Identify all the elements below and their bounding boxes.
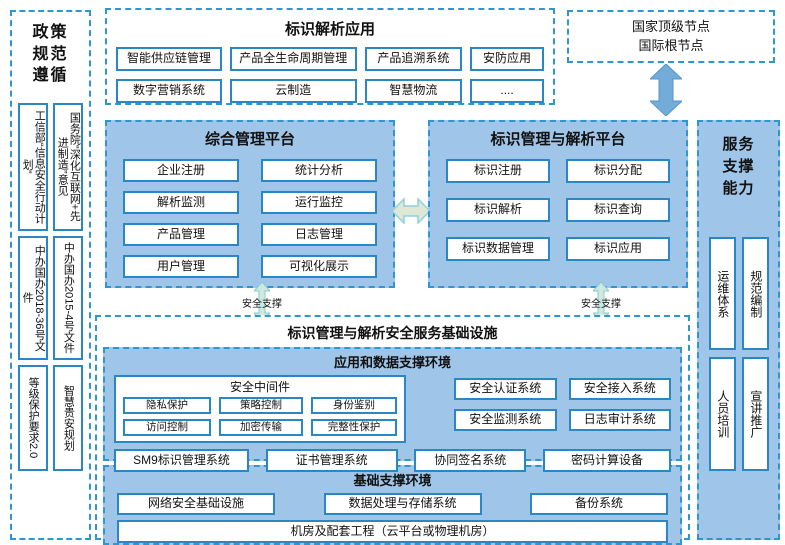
- service-support-panel: 服务支撑能力 运维体系 规范编制 人员培训 宣讲推广: [697, 120, 780, 540]
- platform-item: 解析监测: [123, 191, 239, 214]
- service-panel-title: 服务支撑能力: [722, 136, 755, 197]
- security-support-label: 安全支撑: [581, 299, 621, 310]
- national-node-line2: 国际根节点: [638, 37, 704, 53]
- security-infrastructure-box: 标识管理与解析安全服务基础设施 应用和数据支撑环境 安全中间件 隐私保护 策略控…: [95, 315, 690, 545]
- security-middleware-group: 安全中间件 隐私保护 策略控制 身份鉴别 访问控制 加密传输 完整性保护: [114, 375, 406, 443]
- platform-item: 用户管理: [123, 255, 239, 278]
- base-environment: 基础支撑环境 网络安全基础设施 数据处理与存储系统 备份系统 机房及配套工程（云…: [103, 465, 682, 545]
- app-data-environment-title: 应用和数据支撑环境: [333, 355, 451, 370]
- base-environment-row: 网络安全基础设施 数据处理与存储系统 备份系统: [117, 493, 668, 515]
- service-item: 运维体系: [708, 237, 736, 351]
- applications-row-1: 智能供应链管理 产品全生命周期管理 产品追溯系统 安防应用: [116, 47, 544, 71]
- app-data-environment-content: 安全中间件 隐私保护 策略控制 身份鉴别 访问控制 加密传输 完整性保护 安全认…: [114, 375, 671, 443]
- security-support-label: 安全支撑: [242, 299, 282, 310]
- policy-items: 工信部“信息安全行动计划” 国务院“深化互联网+先进制造”意见 中办国办2018…: [12, 87, 89, 471]
- application-item: 智能供应链管理: [116, 47, 222, 71]
- security-systems-grid: 安全认证系统 安全接入系统 安全监测系统 日志审计系统: [454, 378, 671, 431]
- security-system-item: 安全认证系统: [454, 378, 557, 400]
- management-platform: 综合管理平台 企业注册 统计分析 解析监测 运行监控 产品管理 日志管理 用户管…: [105, 120, 395, 288]
- platform-item: 标识解析: [446, 198, 550, 222]
- application-item: 智慧物流: [364, 79, 463, 103]
- small-vertical-double-arrow-icon: [254, 282, 270, 322]
- security-support-connector-right: 安全支撑: [573, 282, 629, 322]
- application-item: ....: [470, 79, 544, 103]
- middleware-items: 隐私保护 策略控制 身份鉴别 访问控制 加密传输 完整性保护: [123, 397, 397, 436]
- platform-item: 标识分配: [566, 159, 670, 183]
- application-item: 数字营销系统: [116, 79, 222, 103]
- policy-item: 国务院“深化互联网+先进制造”意见: [53, 102, 84, 231]
- security-system-item: 日志审计系统: [568, 409, 671, 431]
- policy-item: 中办国办2015-4号文件: [53, 235, 84, 360]
- policy-panel-title: 政策规范遵循: [32, 24, 69, 85]
- identifier-platform-items: 标识注册 标识分配 标识解析 标识查询 标识数据管理 标识应用: [446, 159, 670, 261]
- middleware-item: 策略控制: [219, 397, 303, 414]
- crypto-system-item: 密码计算设备: [542, 449, 671, 472]
- platform-item: 标识注册: [446, 159, 550, 183]
- small-vertical-double-arrow-icon: [593, 282, 609, 322]
- application-item: 云制造: [229, 79, 357, 103]
- machine-room-item: 机房及配套工程（云平台或物理机房）: [117, 520, 668, 543]
- middleware-item: 访问控制: [123, 419, 211, 436]
- middleware-item: 加密传输: [219, 419, 303, 436]
- identifier-applications-box: 标识解析应用 智能供应链管理 产品全生命周期管理 产品追溯系统 安防应用 数字营…: [105, 8, 555, 105]
- service-item: 人员培训: [708, 357, 736, 472]
- service-items: 运维体系 规范编制 人员培训 宣讲推广: [699, 199, 778, 472]
- policy-item: 等级保护要求2.0: [18, 364, 49, 471]
- base-env-item: 数据处理与存储系统: [323, 493, 482, 515]
- application-item: 安防应用: [470, 47, 544, 71]
- vertical-double-arrow-icon: [650, 64, 682, 116]
- crypto-systems-row: SM9标识管理系统 证书管理系统 协同签名系统 密码计算设备: [114, 449, 671, 472]
- crypto-system-item: 证书管理系统: [265, 449, 398, 472]
- national-node-line1: 国家顶级节点: [631, 18, 710, 34]
- platform-item: 标识数据管理: [446, 237, 550, 261]
- horizontal-double-arrow-icon: [392, 198, 430, 224]
- security-support-connector-left: 安全支撑: [234, 282, 290, 322]
- crypto-system-item: 协同签名系统: [414, 449, 527, 472]
- middleware-item: 隐私保护: [123, 397, 211, 414]
- base-environment-title: 基础支撑环境: [353, 473, 432, 488]
- policy-compliance-panel: 政策规范遵循 工信部“信息安全行动计划” 国务院“深化互联网+先进制造”意见 中…: [10, 10, 91, 540]
- security-system-item: 安全监测系统: [454, 409, 557, 431]
- application-item: 产品全生命周期管理: [229, 47, 357, 71]
- middleware-title: 安全中间件: [229, 380, 290, 394]
- identifier-platform-title: 标识管理与解析平台: [490, 131, 626, 148]
- platform-item: 日志管理: [261, 223, 377, 246]
- platform-item: 标识应用: [566, 237, 670, 261]
- platform-item: 产品管理: [123, 223, 239, 246]
- middleware-item: 完整性保护: [311, 419, 397, 436]
- platform-item: 统计分析: [261, 159, 377, 182]
- base-env-item: 备份系统: [530, 493, 668, 515]
- app-data-environment: 应用和数据支撑环境 安全中间件 隐私保护 策略控制 身份鉴别 访问控制 加密传输…: [103, 347, 682, 472]
- management-platform-title: 综合管理平台: [204, 131, 295, 148]
- application-item: 产品追溯系统: [364, 47, 463, 71]
- policy-item: 中办国办2018-36号文件: [18, 235, 49, 360]
- crypto-system-item: SM9标识管理系统: [114, 449, 249, 472]
- management-platform-items: 企业注册 统计分析 解析监测 运行监控 产品管理 日志管理 用户管理 可视化展示: [123, 159, 377, 278]
- platform-item: 运行监控: [261, 191, 377, 214]
- platform-item: 企业注册: [123, 159, 239, 182]
- policy-item: 智慧贵安规划: [53, 364, 84, 471]
- machine-room-row: 机房及配套工程（云平台或物理机房）: [117, 520, 668, 543]
- applications-row-2: 数字营销系统 云制造 智慧物流 ....: [116, 79, 544, 103]
- base-env-item: 网络安全基础设施: [117, 493, 275, 515]
- policy-item: 工信部“信息安全行动计划”: [18, 102, 49, 231]
- platform-item: 标识查询: [566, 198, 670, 222]
- platform-item: 可视化展示: [261, 255, 377, 278]
- identifier-platform: 标识管理与解析平台 标识注册 标识分配 标识解析 标识查询 标识数据管理 标识应…: [428, 120, 688, 288]
- applications-title: 标识解析应用: [284, 21, 375, 38]
- security-system-item: 安全接入系统: [568, 378, 671, 400]
- security-infrastructure-title: 标识管理与解析安全服务基础设施: [287, 325, 498, 341]
- middleware-item: 身份鉴别: [311, 397, 397, 414]
- national-node-box: 国家顶级节点 国际根节点: [567, 10, 775, 63]
- service-item: 宣讲推广: [741, 357, 769, 472]
- service-item: 规范编制: [741, 237, 769, 351]
